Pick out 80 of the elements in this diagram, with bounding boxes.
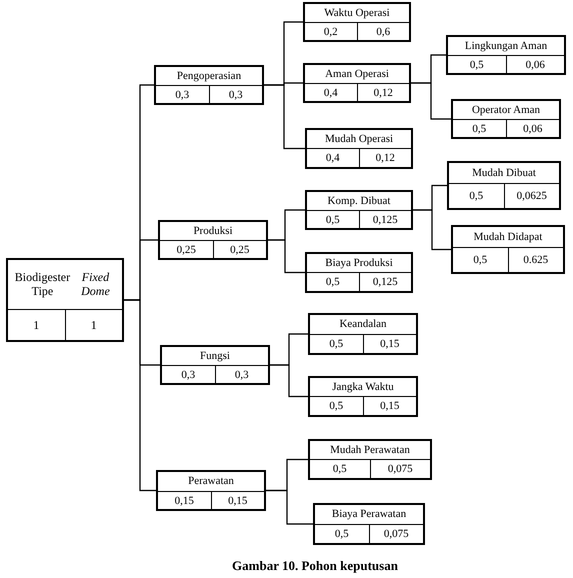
weight-value: 0,5 [468, 58, 485, 72]
weight-value: 0,06 [506, 120, 559, 137]
weight-value: 0,075 [370, 460, 430, 478]
node-box [160, 345, 270, 385]
weight-value: 0,5 [328, 337, 344, 352]
criterion-title: Biaya Perawatan [315, 505, 423, 525]
weight-value: 0,5 [332, 462, 348, 477]
connector-line [411, 82, 451, 120]
weight-value: 0,5 [334, 527, 350, 542]
weight-value: 1 [64, 310, 122, 340]
weight-value: 1 [32, 316, 40, 334]
criterion-title: Keandalan [310, 315, 416, 335]
criterion-title: Waktu Operasi [305, 4, 409, 23]
connector-line [124, 299, 156, 492]
weight-value: 0,5 [468, 189, 484, 204]
criterion-title: Pengoperasian [156, 67, 262, 86]
connector-line [270, 364, 308, 398]
connector-line [264, 84, 305, 150]
criterion-title: Mudah Perawatan [310, 441, 430, 460]
criterion-title: Operator Aman [453, 101, 559, 120]
criterion-title: Biodigester Tipe Fixed Dome [8, 260, 122, 310]
weight-value: 0,6 [356, 23, 409, 40]
weight-value: 0,0625 [504, 184, 559, 208]
weight-value: 0,25 [176, 242, 197, 258]
node-box [447, 161, 561, 210]
node-box [305, 128, 413, 169]
connector-line [266, 490, 313, 525]
node-box [446, 35, 566, 75]
weight-value: 0,15 [210, 492, 264, 509]
node-box [303, 2, 411, 42]
figure-caption: Gambar 10. Pohon keputusan [231, 558, 399, 574]
node-box [308, 313, 418, 355]
criterion-title: Jangka Waktu [310, 378, 416, 397]
weight-value: 0,12 [358, 149, 411, 167]
node-box [305, 252, 413, 293]
criterion-title: Mudah Dibuat [449, 163, 559, 184]
criterion-title: Aman Operasi [305, 65, 409, 84]
weight-value: 0,5 [324, 275, 341, 290]
connector-line [268, 239, 305, 274]
weight-value: 0,125 [358, 211, 411, 228]
node-box [305, 190, 413, 230]
weight-value: 0,3 [208, 86, 262, 103]
weight-value: 0.625 [508, 248, 563, 272]
weight-value: 0,3 [180, 368, 196, 382]
criterion-title: Perawatan [158, 472, 264, 492]
criterion-title: Mudah Didapat [453, 227, 563, 248]
weight-value: 0,5 [324, 212, 341, 228]
connector-line [413, 209, 451, 250]
node-box [308, 439, 432, 480]
node-box [451, 225, 565, 274]
criterion-title: Mudah Operasi [307, 130, 411, 149]
weight-value: 0,5 [472, 253, 488, 268]
node-box [6, 258, 124, 342]
weight-value: 0,075 [368, 525, 423, 543]
node-box [154, 65, 264, 105]
weight-value: 0,15 [362, 335, 416, 353]
weight-value: 0,06 [506, 56, 564, 73]
weight-value: 0,3 [174, 88, 190, 102]
weight-value: 0,2 [322, 24, 339, 40]
weight-value: 0,15 [362, 397, 416, 415]
criterion-title: Fungsi [162, 347, 268, 366]
criterion-title: Produksi [160, 222, 266, 241]
node-box [451, 99, 561, 139]
weight-value: 0,15 [174, 494, 195, 508]
weight-value: 0,4 [322, 86, 339, 100]
node-box [313, 503, 425, 545]
criterion-title: Komp. Dibuat [307, 192, 411, 211]
node-box [156, 470, 266, 511]
weight-value: 0,12 [356, 84, 409, 101]
node-box [308, 376, 418, 417]
weight-value: 0,4 [324, 151, 341, 166]
criterion-title: Biaya Produksi [307, 254, 411, 273]
criterion-title: Lingkungan Aman [448, 37, 564, 56]
weight-value: 0,5 [471, 122, 488, 136]
weight-value: 0,25 [212, 241, 266, 258]
weight-value: 0,5 [328, 399, 344, 414]
node-box [303, 63, 411, 103]
weight-value: 0,125 [358, 273, 411, 291]
node-box [158, 220, 268, 260]
weight-value: 0,3 [214, 366, 268, 383]
